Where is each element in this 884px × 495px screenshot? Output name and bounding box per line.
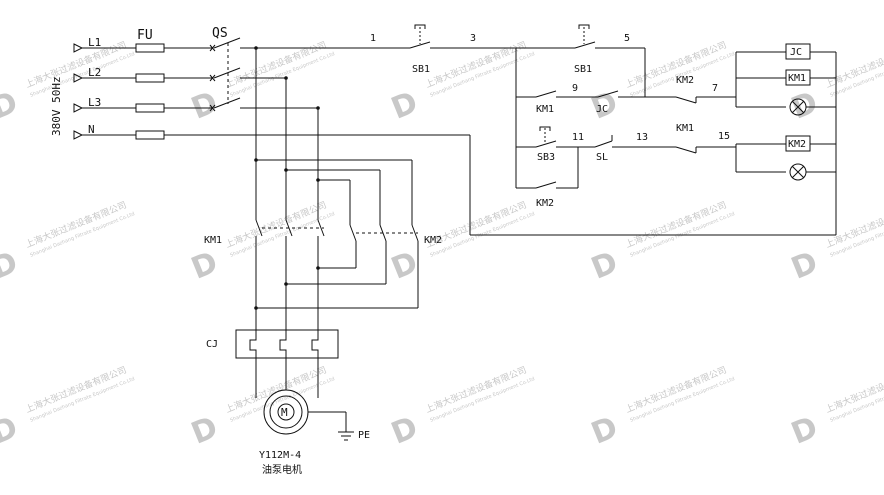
contact-km2-label: KM2 bbox=[536, 198, 554, 209]
level-switch-sl: SL bbox=[596, 152, 608, 163]
watermark-logo: D bbox=[387, 410, 423, 452]
svg-text:PE: PE bbox=[358, 430, 370, 441]
motor-name: 油泵电机 bbox=[262, 463, 302, 476]
fuse-l3 bbox=[135, 103, 165, 113]
watermark-logo: D bbox=[587, 410, 623, 452]
main-switch-qs bbox=[209, 37, 318, 112]
wire-number-1: 1 bbox=[370, 33, 376, 44]
svg-text:JC: JC bbox=[790, 47, 802, 58]
fuse-l2 bbox=[135, 73, 165, 83]
fuse-l1 bbox=[135, 43, 165, 53]
line-label-l3: L3 bbox=[88, 96, 101, 109]
svg-text:SB1: SB1 bbox=[574, 64, 592, 75]
svg-text:KM2: KM2 bbox=[424, 235, 442, 246]
line-label-l2: L2 bbox=[88, 66, 101, 79]
wire-number-11: 11 bbox=[572, 132, 584, 143]
motor-symbol: M bbox=[281, 406, 288, 419]
wire-number-9: 9 bbox=[572, 83, 578, 94]
svg-text:KM1: KM1 bbox=[204, 235, 222, 246]
supply-label: 380V 50Hz bbox=[50, 76, 63, 136]
watermark-logo: D bbox=[387, 245, 423, 287]
watermark-logo: D bbox=[0, 245, 23, 287]
thermal-relay-cj: CJ bbox=[206, 329, 339, 359]
watermark-logo: D bbox=[187, 85, 223, 127]
contactor-km1: KM1 bbox=[204, 219, 325, 246]
interlock-km1-label: KM1 bbox=[676, 123, 694, 134]
fuse-n bbox=[135, 130, 165, 140]
contactor-km2: KM2 bbox=[349, 224, 442, 246]
watermark-logo: D bbox=[0, 410, 23, 452]
wire-number-15: 15 bbox=[718, 131, 730, 142]
terminal-arrow-n bbox=[73, 130, 84, 140]
svg-text:CJ: CJ bbox=[206, 339, 218, 350]
line-label-n: N bbox=[88, 123, 95, 136]
svg-text:SB1: SB1 bbox=[412, 64, 430, 75]
interlock-km2-label: KM2 bbox=[676, 75, 694, 86]
watermark-logo: D bbox=[0, 85, 23, 127]
indicator-lamp-2 bbox=[789, 163, 807, 181]
watermark-logo: D bbox=[787, 410, 823, 452]
fuse-label: FU bbox=[137, 28, 153, 43]
wire-number-13: 13 bbox=[636, 132, 648, 143]
watermark-logo: D bbox=[787, 85, 823, 127]
switch-label: QS bbox=[212, 26, 228, 41]
wire-number-7: 7 bbox=[712, 83, 718, 94]
wire-number-3: 3 bbox=[470, 33, 476, 44]
contact-jc-label: JC bbox=[596, 104, 608, 115]
watermark-logo: D bbox=[187, 245, 223, 287]
motor: M Y112M-4 油泵电机 bbox=[259, 389, 309, 476]
main-circuit: KM1 KM2 CJ bbox=[204, 48, 442, 476]
motor-model: Y112M-4 bbox=[259, 450, 301, 461]
start-button-sb1: SB1 bbox=[574, 24, 596, 75]
terminal-arrow-l3 bbox=[73, 103, 84, 113]
power-input: L1 L2 L3 N 380V 50Hz FU QS bbox=[50, 26, 470, 140]
control-circuit: 1 SB1 3 SB1 5 KM1 9 JC bbox=[256, 24, 837, 236]
watermark-logo: D bbox=[187, 410, 223, 452]
terminal-arrow-l2 bbox=[73, 73, 84, 83]
watermark-logo: D bbox=[587, 245, 623, 287]
svg-text:SB3: SB3 bbox=[537, 152, 555, 163]
terminal-arrow-l1 bbox=[73, 43, 84, 53]
contact-km1-label: KM1 bbox=[536, 104, 554, 115]
stop-button-sb1: SB1 bbox=[409, 24, 431, 75]
ground-pe: PE bbox=[308, 411, 370, 441]
aux-button-sb3: SB3 bbox=[516, 126, 557, 163]
svg-text:KM2: KM2 bbox=[788, 139, 806, 150]
wire-number-5: 5 bbox=[624, 33, 630, 44]
watermark-logo: D bbox=[387, 85, 423, 127]
svg-text:KM1: KM1 bbox=[788, 73, 806, 84]
watermark-logo: D bbox=[787, 245, 823, 287]
line-label-l1: L1 bbox=[88, 36, 101, 49]
